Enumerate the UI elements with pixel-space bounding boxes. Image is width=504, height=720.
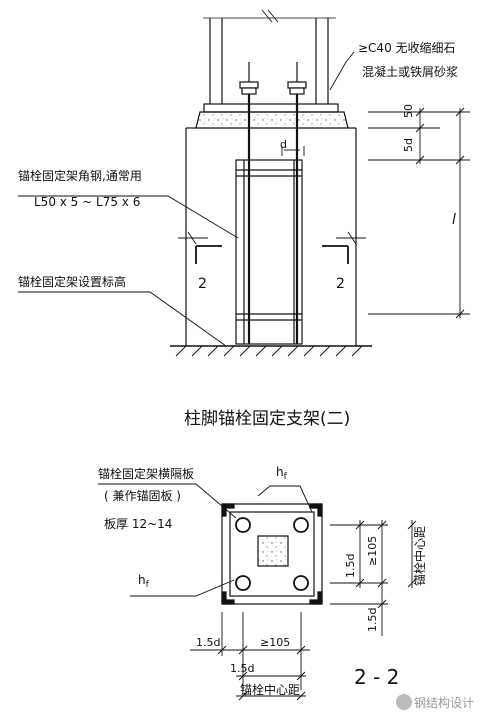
- dim-1-5d-right-mid: 1.5d: [344, 554, 357, 578]
- watermark: 钢结构设计: [396, 694, 474, 710]
- plan-labels: 锚栓固定架横隔板 ( 兼作锚固板 ) 板厚 12~14 hf hf ≥105 1…: [98, 465, 427, 697]
- section-marks: [195, 245, 349, 264]
- plan-inner-frame: [229, 511, 315, 597]
- drawing-title: 柱脚锚栓固定支架(二): [184, 409, 350, 429]
- plate-note-line2: ( 兼作锚固板 ): [104, 488, 181, 503]
- dim-1-5d-bottom-left: 1.5d: [196, 636, 220, 649]
- dim-anchor-spacing-vertical: 锚栓中心距: [412, 526, 427, 586]
- plan-outer-frame: [221, 503, 323, 605]
- dim-ge105-bottom: ≥105: [260, 636, 290, 649]
- steel-column: [203, 9, 336, 104]
- dim-ge105-right: ≥105: [366, 536, 379, 566]
- weld-label-top: hf: [276, 465, 288, 482]
- section-title: 2 - 2: [354, 665, 399, 689]
- dim-anchor-spacing-horizontal: 锚栓中心距: [240, 682, 300, 697]
- frame-note-line1: 锚栓固定架角钢,通常用: [18, 168, 142, 183]
- ground-line: [170, 345, 372, 357]
- section-mark-left: 2: [198, 276, 207, 292]
- grout-note-line2: 混凝土或铁屑砂浆: [362, 64, 458, 79]
- dim-l: l: [452, 212, 456, 228]
- dim-grout: 50: [402, 104, 415, 118]
- column-section: [257, 535, 289, 567]
- section-mark-right: 2: [336, 276, 345, 292]
- thickness-note: 板厚 12~14: [104, 517, 172, 531]
- elevation-labels: ≥C40 无收缩细石 混凝土或铁屑砂浆 50 5d d l 锚栓固定架角钢,通常…: [18, 40, 458, 292]
- watermark-text: 钢结构设计: [414, 695, 474, 710]
- anchor-bolt-holes: [235, 517, 309, 591]
- concrete-pier: [178, 127, 366, 346]
- grout-note-line1: ≥C40 无收缩细石: [358, 40, 456, 55]
- plate-note-line1: 锚栓固定架横隔板: [98, 466, 194, 481]
- corner-angles: [221, 503, 323, 605]
- elevation-leaders: [18, 51, 355, 347]
- elevation-dimensions: [281, 107, 470, 319]
- plan-view: [98, 483, 417, 701]
- anchor-bolts-top: [239, 62, 307, 95]
- dim-1-5d-bottom-mid: 1.5d: [230, 662, 254, 675]
- dim-5d: 5d: [402, 138, 415, 152]
- frame-note-line2: L50 x 5 ~ L75 x 6: [34, 195, 140, 209]
- elevation-note: 锚栓固定架设置标高: [18, 274, 126, 289]
- dim-d: d: [280, 138, 287, 151]
- weld-label-left: hf: [138, 573, 150, 590]
- plan-bottom-dimensions: [190, 612, 310, 701]
- plan-right-dimensions: [330, 520, 417, 636]
- plan-leaders: [98, 483, 313, 597]
- grout-layer: [195, 111, 349, 129]
- anchor-frame: [235, 94, 303, 345]
- base-plate: [203, 103, 339, 113]
- dim-1-5d-right-bottom: 1.5d: [366, 608, 379, 632]
- elevation-view: [18, 9, 470, 357]
